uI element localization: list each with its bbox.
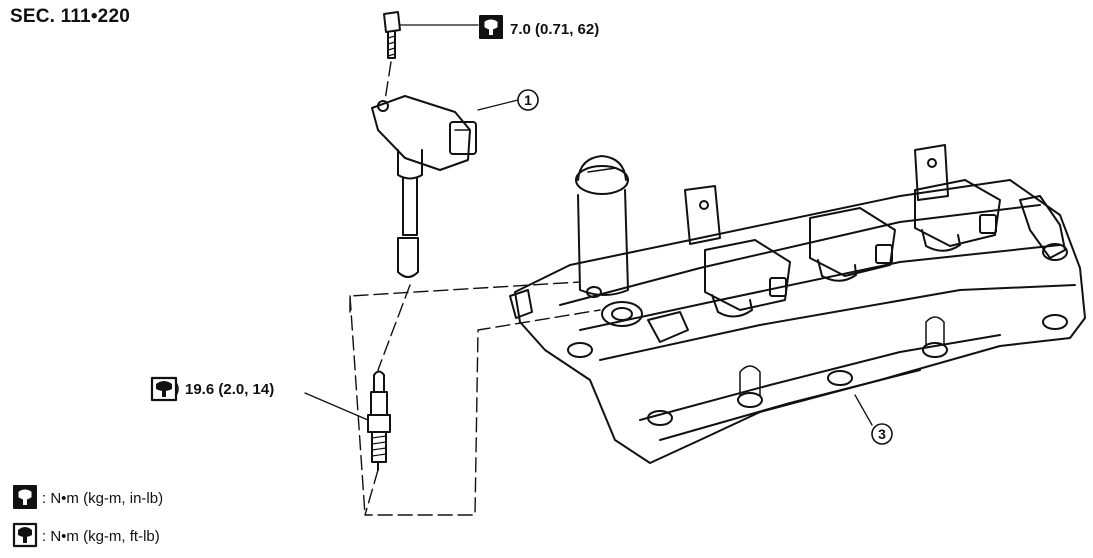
plug-well-inner <box>611 307 633 321</box>
callout-1-number: 1 <box>524 92 532 108</box>
plug-well <box>601 301 643 327</box>
boss-5 <box>922 342 948 358</box>
coil-boot-tip <box>397 237 419 278</box>
pcv-elbow <box>1019 195 1066 259</box>
rocker-cover <box>509 144 1086 464</box>
rocker-cover-flange <box>599 284 1076 361</box>
coil-mount-hole <box>377 100 389 112</box>
coil-boot-tube <box>402 177 418 236</box>
rear-bracket <box>684 185 721 245</box>
mounted-coil-2 <box>809 207 896 282</box>
rear-bracket-hole <box>699 200 709 210</box>
boss-6 <box>1042 314 1068 330</box>
rocker-cover-lower-rib <box>639 334 1001 421</box>
coil-bolt-torque-value: 7.0 (0.71, 62) <box>510 21 600 38</box>
mounted-coil-1 <box>704 239 791 318</box>
ignition-coil <box>371 95 477 278</box>
rocker-cover-outline <box>514 179 1086 464</box>
callout-3 <box>871 423 893 445</box>
section-code: SEC. 111•220 <box>10 6 130 27</box>
coil-bolt <box>383 11 479 59</box>
torque-wrench-in-lb-icon <box>479 15 503 39</box>
spark-plug-torque-value: 19.6 (2.0, 14) <box>185 381 275 398</box>
oil-filler-cap-top <box>577 155 627 181</box>
boss-1 <box>567 342 593 358</box>
sensor-stub <box>647 311 689 343</box>
rocker-cover-lower-rib-2 <box>659 369 921 441</box>
boss-2 <box>647 410 673 426</box>
plug-bore-marker <box>586 286 602 298</box>
rocker-cover-ridge-mid <box>579 244 1061 331</box>
callout-1 <box>517 89 539 111</box>
coil-connector <box>449 121 477 155</box>
oil-filler-neck <box>577 189 629 296</box>
oil-filler-cap <box>575 165 629 195</box>
callout-3-number: 3 <box>878 426 886 442</box>
boss-4 <box>827 370 853 386</box>
rocker-cover-ridge-top <box>559 204 1041 306</box>
legend-in-lb-icon <box>13 485 37 509</box>
torque-wrench-ft-lb-icon <box>150 376 178 402</box>
mounted-coil-3 <box>914 179 1001 252</box>
pcv-elbow-end <box>1042 243 1068 261</box>
legend-ft-lb-text: : N•m (kg-m, ft-lb) <box>42 528 160 545</box>
boss-3 <box>737 392 763 408</box>
front-bracket-hole <box>927 158 937 168</box>
legend-ft-lb-icon <box>12 522 38 548</box>
coil-boot-top <box>397 149 423 180</box>
front-bracket <box>914 144 949 201</box>
spark-plug <box>304 370 391 471</box>
assembly-leader-lines <box>349 61 601 516</box>
legend-in-lb-text: : N•m (kg-m, in-lb) <box>42 490 164 507</box>
